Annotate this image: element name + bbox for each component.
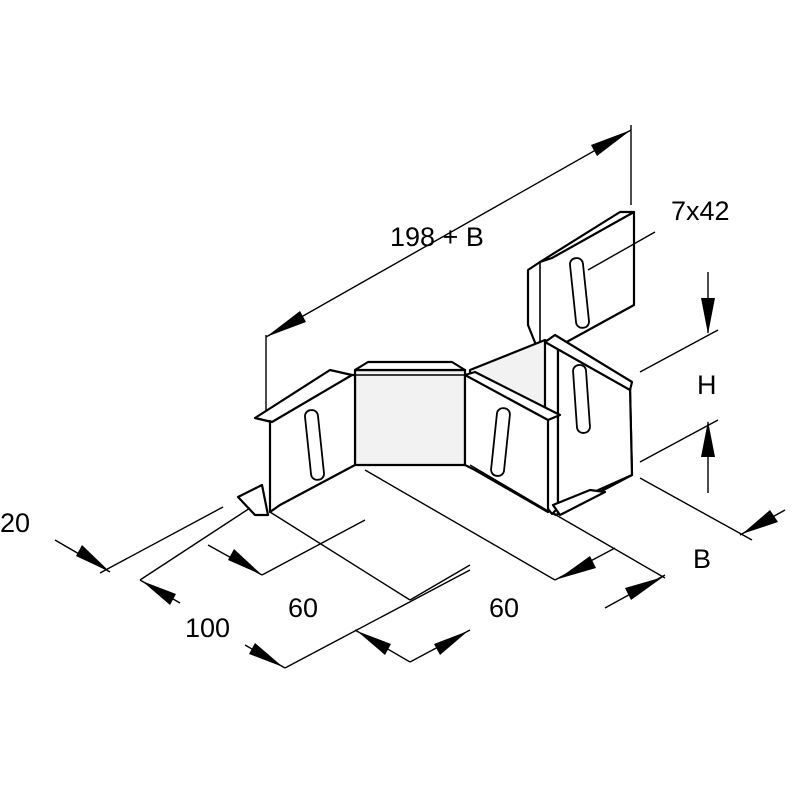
arrow-height-bottom xyxy=(701,421,715,457)
arrow-width-end xyxy=(742,510,778,534)
dimension-lines xyxy=(54,125,786,669)
right-foot xyxy=(551,488,607,517)
arrow-depth-start xyxy=(142,581,176,605)
right-end-wall xyxy=(556,346,634,510)
arrow-depth-end xyxy=(249,643,283,667)
right-angled-slot xyxy=(490,407,511,477)
center-panel-top xyxy=(353,360,467,372)
arrow-height-top xyxy=(701,298,715,334)
arrow-width-a xyxy=(558,556,596,579)
dimension-labels: 198 + B 7x42 H B 20 100 60 60 xyxy=(0,196,730,643)
cable-tray-fitting xyxy=(236,210,636,517)
arrow-edge xyxy=(76,545,110,572)
left-slot xyxy=(304,409,325,481)
arrow-leg-right-a xyxy=(357,631,391,655)
arrow-length-end xyxy=(591,130,631,156)
arrow-width-b xyxy=(625,577,663,600)
arrow-leg-right-b xyxy=(434,631,468,655)
back-plate-top-flange xyxy=(538,210,636,264)
back-slot xyxy=(569,257,590,329)
right-wall-flange xyxy=(543,333,634,392)
edge-label: 20 xyxy=(0,508,30,538)
left-foot xyxy=(236,483,270,517)
right-slot xyxy=(572,364,591,434)
depth-label: 100 xyxy=(185,613,230,643)
arrow-leg-left xyxy=(228,549,262,575)
leg-right-label: 60 xyxy=(489,593,519,623)
leg-left-label: 60 xyxy=(288,593,318,623)
left-panel-flange xyxy=(253,368,354,424)
width-label: B xyxy=(693,544,711,574)
right-angled-flange xyxy=(463,370,562,422)
height-label: H xyxy=(697,370,717,400)
length-label: 198 + B xyxy=(390,222,484,252)
arrow-length-start xyxy=(266,311,306,337)
center-panel xyxy=(353,368,467,467)
slot-label: 7x42 xyxy=(671,196,730,226)
